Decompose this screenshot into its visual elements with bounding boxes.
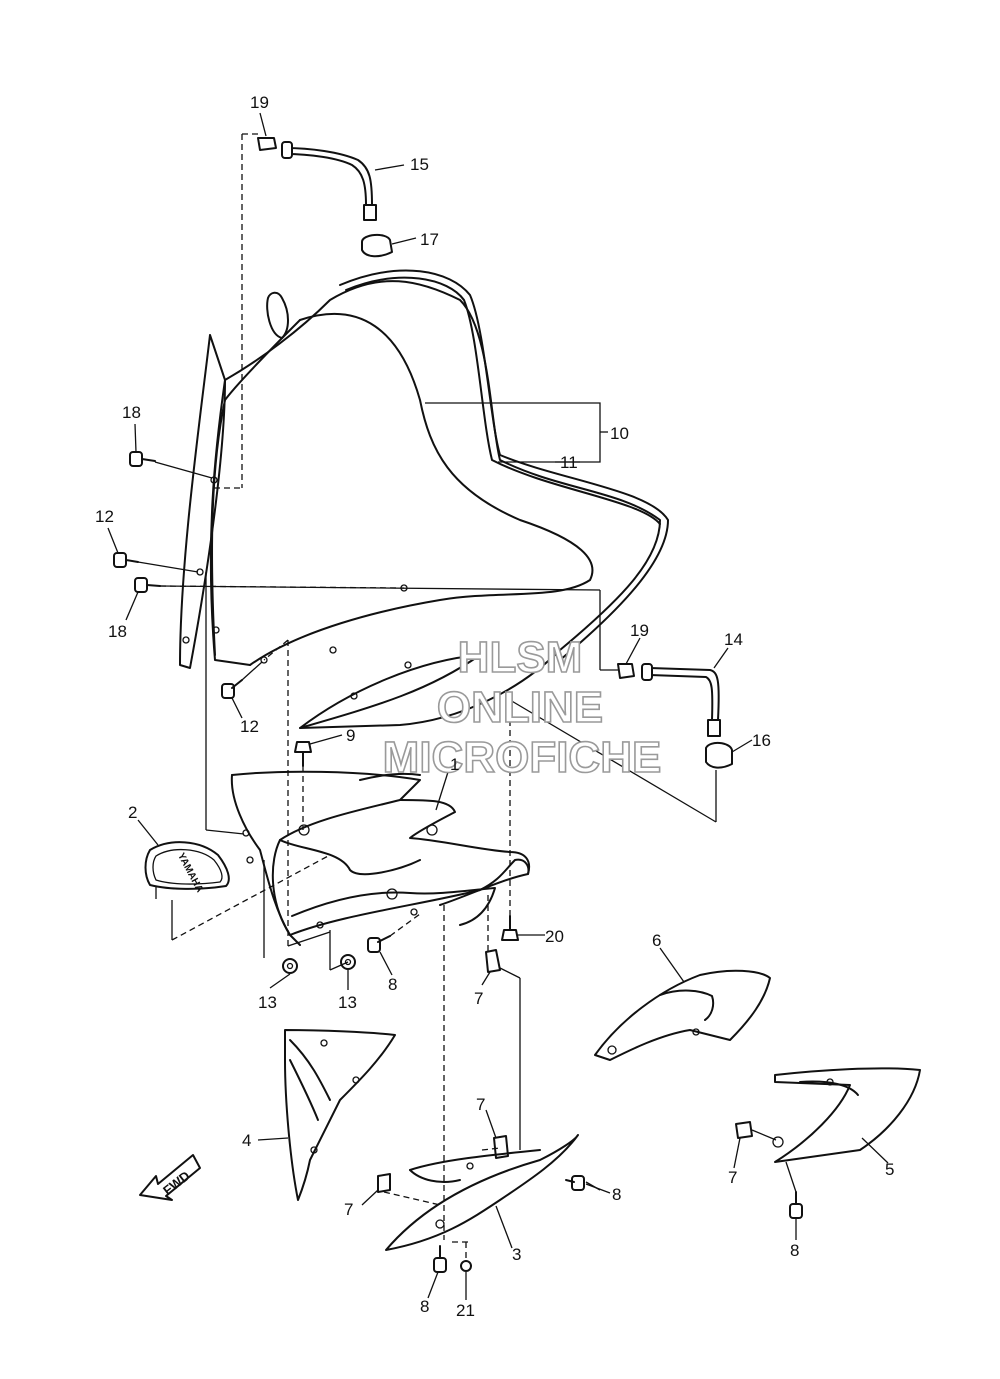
assembly-lines [137,133,797,1260]
callout-3: 3 [512,1245,521,1264]
bolt-9 [294,741,312,767]
callout-numbers: 19 15 17 10 11 18 12 18 12 19 14 16 9 1 … [95,93,894,1320]
cap-19-top [257,137,277,151]
callout-12-left: 12 [95,507,114,526]
callout-15: 15 [410,155,429,174]
clip-7-b [493,1135,509,1159]
grommet-17 [361,234,393,258]
callout-8-center: 8 [388,975,397,994]
callout-7-c: 7 [344,1200,353,1219]
grommet-16 [705,742,733,769]
watermark-line1: HLSM [458,633,583,682]
front-cowling [230,770,530,946]
cap-19-right [617,663,635,679]
callout-2: 2 [128,803,137,822]
clip-7-c [377,1173,391,1193]
callout-17: 17 [420,230,439,249]
inner-panel-4 [284,1029,396,1201]
callout-7-b: 7 [476,1095,485,1114]
callout-18-top: 18 [122,403,141,422]
callout-9: 9 [346,726,355,745]
callout-13-left: 13 [258,993,277,1012]
fwd-arrow-icon: FWD [139,1154,201,1201]
callout-18-left: 18 [108,622,127,641]
callout-7-a: 7 [474,989,483,1008]
screw-12-left [113,552,139,568]
screw-18-top [129,451,156,467]
callout-13-right: 13 [338,993,357,1012]
screw-8-far-right [789,1191,803,1219]
callout-11: 11 [560,453,578,472]
side-cover-6 [594,969,771,1061]
screw-8-center [367,935,391,953]
callout-12-lower: 12 [240,717,259,736]
emblem: YAMAHA [144,841,230,899]
callout-leaders [107,112,889,1300]
clip-7-d [735,1121,753,1139]
callout-19-top: 19 [250,93,269,112]
watermark-line3: MICROFICHE [383,733,662,782]
watermark: HLSM ONLINE MICROFICHE [382,632,662,783]
bolt-20 [501,915,519,941]
callout-6: 6 [652,931,661,950]
callout-4: 4 [242,1131,251,1150]
callout-7-d: 7 [728,1168,737,1187]
screw-8-right [565,1175,585,1191]
screw-8-bottom [433,1245,447,1273]
callout-8-bottom: 8 [420,1297,429,1316]
windshield [179,269,669,729]
nut-13-left [282,958,298,974]
callout-5: 5 [885,1160,894,1179]
watermark-line2: ONLINE [437,683,603,732]
hose-15 [281,141,377,221]
callout-8-right: 8 [612,1185,621,1204]
callout-10: 10 [610,424,629,443]
callout-19-right: 19 [630,621,649,640]
screw-18-left [134,577,161,593]
callout-16: 16 [752,731,771,750]
callout-8-far-right: 8 [790,1241,799,1260]
callout-20: 20 [545,927,564,946]
clip-7-a [485,949,501,973]
under-cowl-3 [385,1134,579,1251]
callout-21: 21 [456,1301,475,1320]
side-cover-5 [772,1067,921,1163]
callout-14: 14 [724,630,743,649]
callout-1: 1 [450,755,459,774]
grommet-21 [460,1260,472,1272]
hose-14 [641,663,721,737]
screw-12-lower [221,679,243,699]
